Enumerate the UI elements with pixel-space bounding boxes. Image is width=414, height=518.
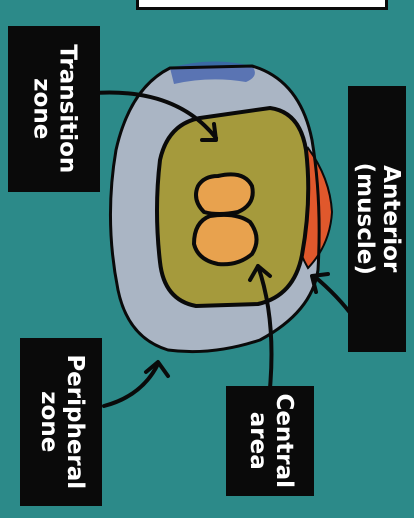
transition-zone-label-text: Transition zone [28, 44, 80, 173]
peripheral-zone-label-text: Peripheral zone [35, 355, 87, 490]
peripheral-zone-label: Peripheral zone [20, 338, 102, 506]
anterior-label: Anterior (muscle) [348, 86, 406, 352]
anterior-label-text: Anterior (muscle) [351, 163, 403, 275]
transition-zone-label: Transition zone [8, 26, 100, 192]
central-area-label: Central area [226, 386, 314, 496]
central-lobe-lower [194, 215, 257, 264]
central-lobe-upper [196, 174, 253, 214]
central-area-label-text: Central area [244, 394, 296, 489]
